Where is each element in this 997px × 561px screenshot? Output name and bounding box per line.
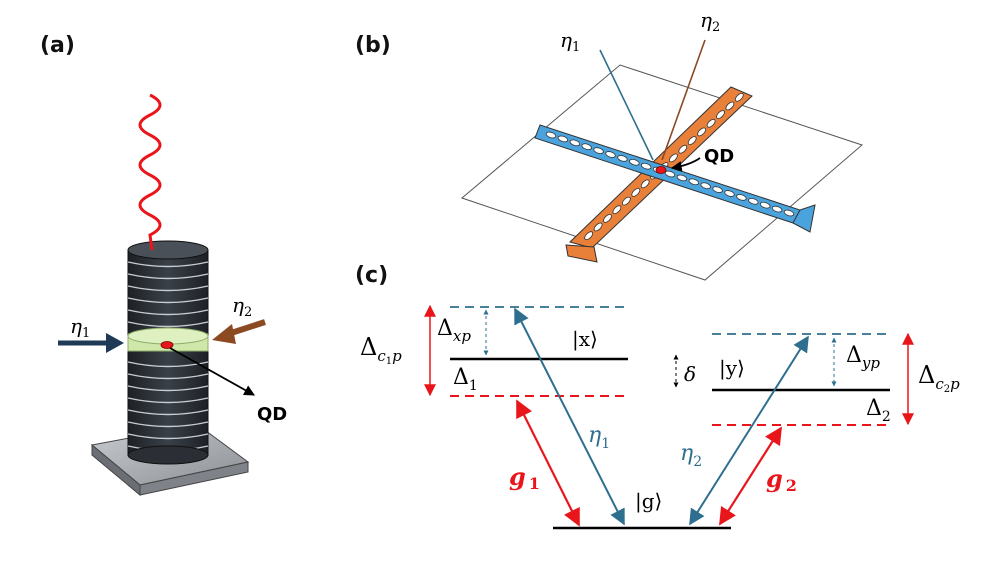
panel-c: (c) |g⟩ |x⟩ |y⟩ Δc1p Δxp Δ1 δ Δyp Δ2 Δc2 — [355, 263, 960, 530]
g-2-coupling — [719, 426, 782, 526]
delta-xp-label: Δxp — [437, 316, 471, 345]
waveguide-hole — [748, 197, 759, 205]
pillar-disc-separator — [127, 397, 209, 404]
panel-a: (a) QD — [40, 33, 287, 497]
waveguide-hole — [569, 139, 581, 147]
waveguide-hole — [724, 190, 735, 197]
delta-2-label: Δ2 — [866, 396, 891, 425]
waveguide-hole — [593, 147, 604, 154]
waveguide-hole — [771, 205, 783, 213]
eta-2-label: η2 — [680, 441, 702, 470]
waveguide-hole — [687, 136, 697, 145]
delta-c1p-label: Δc1p — [360, 333, 402, 367]
waveguide-hole — [716, 110, 725, 119]
qd-label-b: QD — [704, 146, 734, 167]
pillar-disc-separator — [127, 321, 209, 328]
beam-1-arrow — [58, 333, 124, 353]
qd-pointer-a — [169, 347, 255, 396]
pillar-disc-separator — [127, 421, 209, 428]
waveguide-hole — [783, 209, 795, 217]
waveguide-hole — [629, 158, 640, 166]
eta-2-transition — [689, 335, 809, 526]
waveguide-hole — [545, 131, 557, 139]
delta-1-label: Δ1 — [453, 365, 478, 394]
waveguide-hole — [700, 182, 711, 190]
micropillar — [127, 240, 209, 465]
pillar-disc-separator — [127, 385, 209, 392]
beam-2-arrow — [212, 319, 266, 344]
panel-b: (b) η1 η2 QD — [355, 8, 863, 281]
quantum-dot-b — [655, 166, 667, 174]
emission-wave — [138, 93, 162, 251]
waveguide-hole — [603, 214, 612, 223]
pillar-disc-separator — [127, 297, 209, 304]
waveguide-hole — [734, 92, 744, 102]
panel-c-label: (c) — [355, 263, 388, 288]
waveguide-hole — [640, 179, 650, 189]
eta-1-label: η1 — [588, 423, 610, 452]
beam-2-label-b: η2 — [700, 8, 720, 35]
waveguide-hole — [557, 135, 569, 143]
g-1-coupling — [516, 399, 580, 527]
panel-a-label: (a) — [40, 33, 75, 58]
qd-pointer-b — [670, 157, 701, 172]
waveguide-hole — [622, 196, 631, 206]
panel-b-label: (b) — [355, 33, 391, 58]
waveguide-hole — [593, 222, 603, 232]
waveguide-hole — [640, 162, 652, 170]
waveguide-hole — [581, 143, 592, 151]
state-x-label: |x⟩ — [572, 327, 598, 352]
waveguide-hole — [736, 194, 747, 201]
qd-label-a: QD — [257, 404, 287, 425]
waveguide-hole — [605, 151, 616, 158]
waveguide-hole — [706, 118, 716, 128]
waveguide-hole — [669, 153, 678, 163]
delta-label: δ — [684, 362, 696, 386]
waveguide-hole — [584, 231, 594, 241]
waveguide-hole — [678, 144, 688, 154]
quantum-dot-a — [160, 341, 174, 349]
pillar-disc-separator — [127, 309, 209, 316]
pillar-disc-separator — [127, 433, 209, 440]
beam-2-line-b — [661, 39, 706, 161]
beam-1-label-b: η1 — [560, 28, 580, 55]
pillar-disc-separator — [127, 273, 209, 280]
waveguide-hole — [712, 186, 723, 193]
waveguide-hole — [664, 170, 676, 178]
pillar-disc-separator — [127, 261, 209, 268]
pillar-disc-separator — [127, 409, 209, 416]
beam-2-label-a: η2 — [232, 293, 252, 320]
state-y-label: |y⟩ — [719, 356, 745, 381]
beam-1-line-b — [599, 49, 654, 161]
delta-yp-label: Δyp — [846, 343, 880, 372]
waveguide-hole — [759, 201, 771, 209]
pillar-disc-separator — [127, 361, 209, 368]
pillar-disc-separator — [127, 373, 209, 380]
state-g-label: |g⟩ — [635, 489, 662, 514]
waveguide-hole — [612, 205, 622, 215]
pillar-disc-separator — [127, 285, 209, 292]
waveguide-hole — [617, 155, 628, 162]
waveguide-hole — [697, 127, 706, 137]
beam-1-label-a: η1 — [70, 314, 90, 341]
delta-c2p-label: Δc2p — [918, 361, 960, 395]
waveguide-hole — [725, 101, 735, 111]
waveguide-hole — [676, 174, 688, 182]
waveguide-hole — [631, 188, 641, 197]
waveguide-hole — [688, 178, 700, 186]
waveguide-blue — [534, 124, 816, 233]
